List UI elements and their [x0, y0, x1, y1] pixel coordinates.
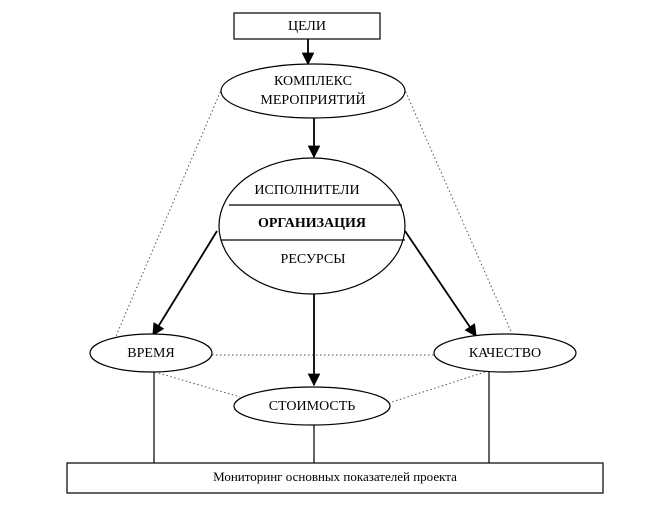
- performers-label: ИСПОЛНИТЕЛИ: [254, 183, 359, 198]
- organization-ellipse: [218, 157, 406, 295]
- activities-label-line2: МЕРОПРИЯТИЙ: [260, 91, 365, 108]
- activities-label-line1: КОМПЛЕКС: [274, 74, 352, 89]
- monitoring-label: Мониторинг основных показателей проекта: [213, 469, 457, 484]
- arrow-organization-to-quality: [404, 230, 477, 338]
- quality-ellipse: [433, 333, 577, 373]
- cost-label: СТОИМОСТЬ: [269, 399, 356, 414]
- activities-ellipse: [220, 63, 406, 119]
- time-label: ВРЕМЯ: [127, 346, 174, 361]
- arrow-organization-to-time: [152, 230, 218, 337]
- cost-ellipse: [233, 386, 391, 426]
- dotted-activities-to-time: [115, 87, 223, 337]
- goals-box: [233, 12, 381, 40]
- goals-label: ЦЕЛИ: [288, 19, 326, 34]
- dotted-quality-to-cost: [391, 371, 486, 403]
- resources-label: РЕСУРСЫ: [281, 252, 346, 267]
- quality-label: КАЧЕСТВО: [469, 346, 541, 361]
- dotted-time-to-cost: [154, 371, 241, 398]
- time-ellipse: [89, 333, 213, 373]
- monitoring-box: [66, 462, 604, 494]
- dotted-activities-to-quality: [403, 87, 514, 337]
- organization-label: ОРГАНИЗАЦИЯ: [258, 216, 366, 231]
